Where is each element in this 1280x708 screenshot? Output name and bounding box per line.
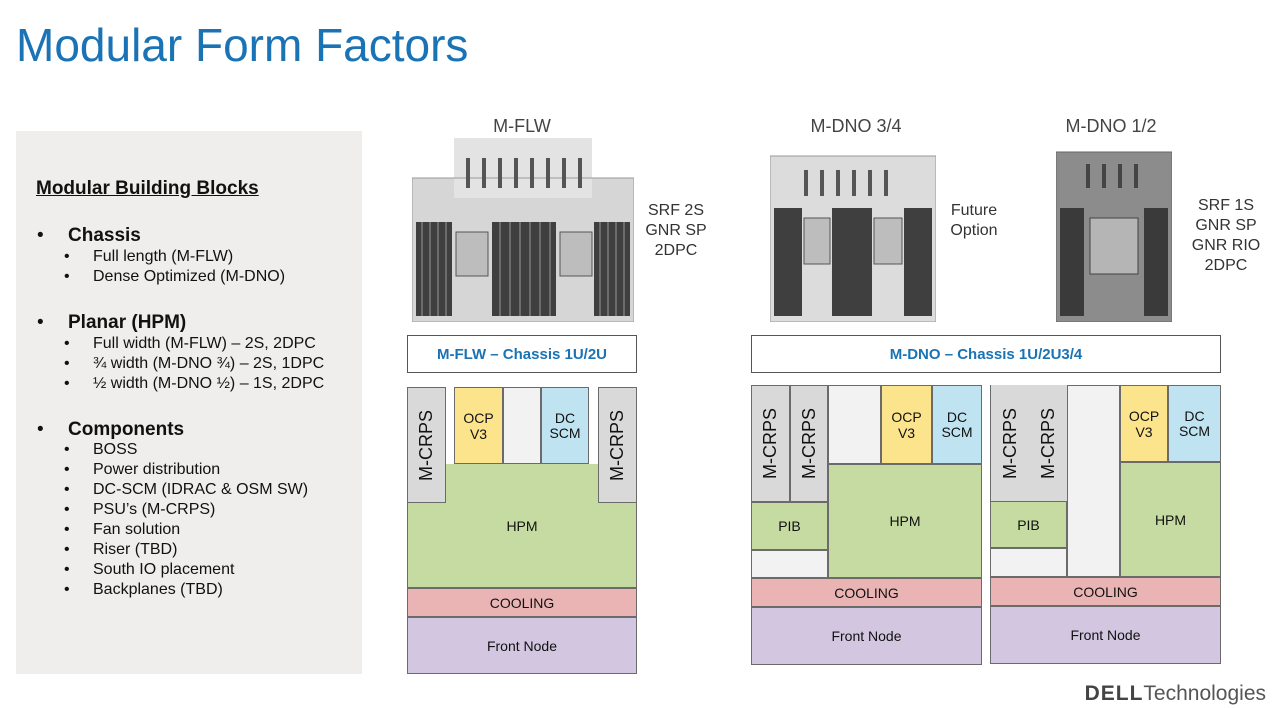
list-item: •Backplanes (TBD)	[64, 581, 223, 598]
list-item: •Fan solution	[64, 521, 181, 538]
pib-block: PIB	[751, 502, 828, 550]
list-item: •BOSS	[64, 441, 138, 458]
list-item: •Full length (M-FLW)	[64, 248, 234, 265]
cooling-block: COOLING	[407, 588, 637, 617]
crps-block: M-CRPS	[598, 387, 637, 503]
mdno-chassis-label: M-DNO – Chassis 1U/2U3/4	[751, 335, 1221, 373]
list-item: •Riser (TBD)	[64, 541, 178, 558]
crps-block: M-CRPS	[407, 387, 446, 503]
list-item: •Dense Optimized (M-DNO)	[64, 268, 286, 285]
front-node-block: Front Node	[751, 607, 982, 665]
empty-slot	[1067, 385, 1120, 577]
ocp-block: OCP V3	[1120, 385, 1168, 462]
crps-block: M-CRPS	[751, 385, 790, 502]
crps-label: M-CRPS	[991, 385, 1029, 501]
list-item: •PSU’s (M-CRPS)	[64, 501, 216, 518]
hpm-block: HPM	[828, 464, 982, 578]
empty-slot	[751, 550, 828, 578]
mdno12-board-image	[1056, 151, 1172, 322]
board-title-mflw: M-FLW	[493, 116, 551, 136]
board-title-mdno12: M-DNO 1/2	[1065, 116, 1157, 136]
front-node-block: Front Node	[990, 606, 1221, 664]
ocp-block: OCP V3	[454, 387, 503, 464]
crps-label: M-CRPS	[1029, 385, 1067, 501]
empty-slot	[990, 548, 1067, 577]
front-node-block: Front Node	[407, 617, 637, 674]
page-title: Modular Form Factors	[16, 19, 469, 71]
ocp-block: OCP V3	[881, 385, 932, 464]
empty-slot	[828, 385, 881, 464]
section-chassis: •Chassis	[37, 225, 141, 246]
board-title-mdno34: M-DNO 3/4	[810, 116, 902, 136]
mflw-board-image	[412, 138, 634, 322]
cooling-block: COOLING	[990, 577, 1221, 606]
section-planar: •Planar (HPM)	[37, 312, 187, 333]
list-item: •Full width (M-FLW) – 2S, 2DPC	[64, 335, 316, 352]
hpm-block: HPM	[1120, 462, 1221, 577]
cooling-block: COOLING	[751, 578, 982, 607]
empty-slot	[503, 387, 541, 464]
list-item: •½ width (M-DNO ½) – 1S, 2DPC	[64, 375, 325, 392]
list-item: •¾ width (M-DNO ¾) – 2S, 1DPC	[64, 355, 325, 372]
list-item: •South IO placement	[64, 561, 235, 578]
panel-heading: Modular Building Blocks	[36, 178, 259, 199]
list-item: •Power distribution	[64, 461, 221, 478]
list-item: •DC-SCM (IDRAC & OSM SW)	[64, 481, 309, 498]
mflw-chassis-label: M-FLW – Chassis 1U/2U	[407, 335, 637, 373]
section-components: •Components	[37, 419, 185, 440]
dell-technologies-logo: DELLTechnologies	[1084, 682, 1266, 705]
mdno34-board-image	[770, 155, 936, 322]
pib-block: PIB	[990, 501, 1067, 548]
crps-block: M-CRPS	[790, 385, 828, 502]
building-blocks-panel	[16, 131, 362, 674]
